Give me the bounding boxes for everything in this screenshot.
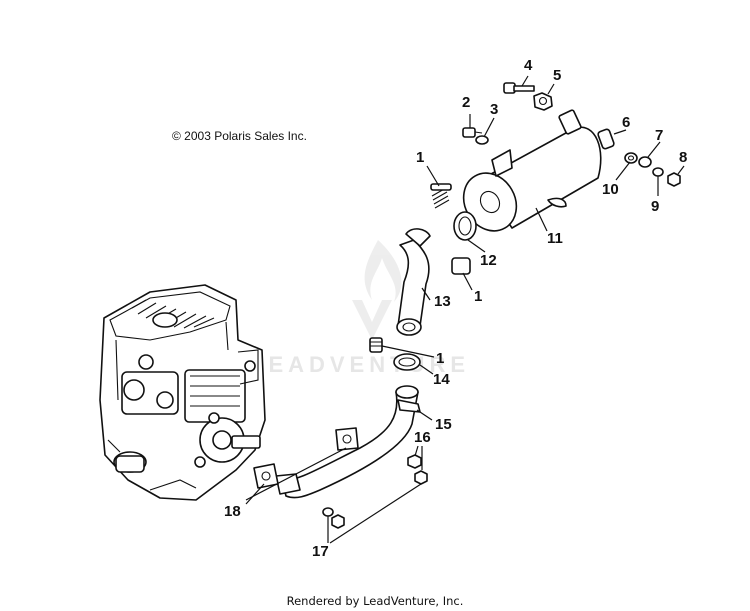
callout-14: 14 bbox=[433, 371, 450, 388]
washer-17 bbox=[322, 507, 345, 529]
spacer-6 bbox=[597, 128, 615, 150]
callout-6: 6 bbox=[622, 114, 630, 131]
callout-2: 2 bbox=[462, 94, 470, 111]
washer-10 bbox=[624, 152, 638, 164]
callout-5: 5 bbox=[553, 67, 561, 84]
callout-labels: 1 1 1 2 3 4 5 6 7 8 9 10 11 12 13 14 15 … bbox=[224, 57, 687, 560]
render-credit: Rendered by LeadVenture, Inc. bbox=[286, 594, 464, 608]
nut-8 bbox=[667, 172, 681, 187]
gasket-18-lower bbox=[253, 463, 279, 489]
muffler bbox=[462, 109, 602, 232]
callout-7: 7 bbox=[655, 127, 663, 144]
callout-1-top: 1 bbox=[416, 149, 424, 166]
spring-1-lower bbox=[369, 337, 383, 353]
gasket-14 bbox=[393, 353, 421, 371]
callout-10: 10 bbox=[602, 181, 619, 198]
leader-lines bbox=[245, 75, 685, 544]
engine-assembly bbox=[99, 284, 266, 501]
callout-1-lower: 1 bbox=[436, 350, 444, 367]
callout-16: 16 bbox=[414, 429, 431, 446]
callout-18: 18 bbox=[224, 503, 241, 520]
bolt-4 bbox=[503, 82, 535, 94]
nut-5 bbox=[533, 92, 553, 111]
callout-11: 11 bbox=[547, 230, 563, 247]
spring-1-middle bbox=[451, 257, 471, 275]
pipe-15 bbox=[275, 385, 421, 499]
gasket-18-upper bbox=[335, 427, 359, 451]
callout-3: 3 bbox=[490, 101, 498, 118]
washer-9 bbox=[652, 167, 664, 177]
washer-7 bbox=[638, 156, 652, 168]
nut-16 bbox=[407, 454, 428, 485]
callout-17: 17 bbox=[312, 543, 329, 560]
callout-15: 15 bbox=[435, 416, 452, 433]
washer-3 bbox=[475, 135, 489, 145]
callout-8: 8 bbox=[679, 149, 687, 166]
callout-4: 4 bbox=[524, 57, 533, 74]
leadventure-watermark-logo bbox=[352, 240, 402, 340]
spring-1-top bbox=[430, 183, 452, 209]
pipe-13 bbox=[396, 228, 431, 336]
callout-13: 13 bbox=[434, 293, 451, 310]
bolt-2 bbox=[462, 127, 483, 138]
callout-12: 12 bbox=[480, 252, 497, 269]
gasket-12 bbox=[453, 211, 477, 241]
callout-9: 9 bbox=[651, 198, 659, 215]
copyright-notice: © 2003 Polaris Sales Inc. bbox=[172, 129, 307, 143]
callout-1-middle: 1 bbox=[474, 288, 482, 305]
